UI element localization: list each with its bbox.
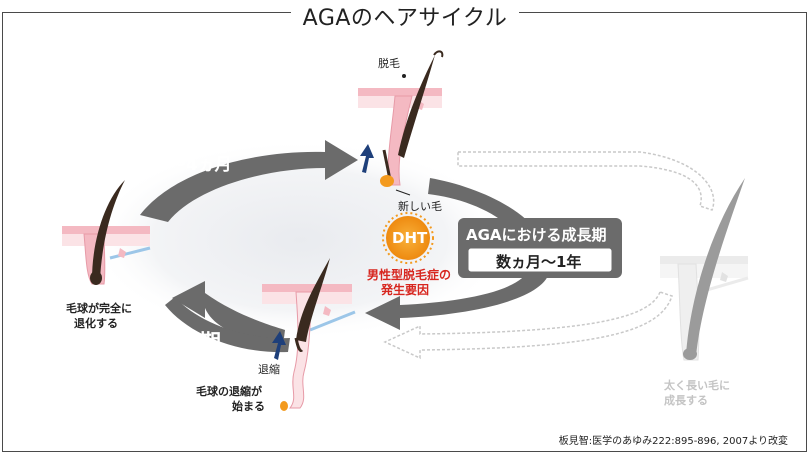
normal-growth-arrow-bottom [383,291,673,360]
regressed-label-line1: 毛球が完全に [66,302,132,315]
resting-phase-label: 休止期 [162,132,229,157]
normal-growth-arrow-top [457,151,715,211]
title-text: AGAのヘアサイクル [290,6,520,31]
aga-growth-duration: 数ヵ月〜1年 [496,253,582,271]
regression-phase-arrow [165,297,290,353]
shrinking-label-line2: 始まる [232,400,265,413]
shedding-label: 脱毛 [378,57,400,70]
retraction-label: 退縮 [258,363,280,376]
regressed-hair [92,180,125,280]
thick-long-label-line2: 成長する [664,394,708,407]
growth-arrow-bottom [365,268,550,330]
resting-phase-duration: 3〜4ヵ月 [157,155,232,175]
follicle-regressed [62,180,151,285]
dht-label: DHT [392,229,428,247]
growth-up-arrow-icon [360,144,374,173]
shrinking-label-line1: 毛球の退縮が [196,385,262,398]
thick-long-label-line1: 太く長い毛に [664,379,730,392]
follicle-new-hair [358,50,444,196]
dht-badge [386,216,430,260]
new-hair-bulb [380,175,394,187]
shedding-hair [398,55,435,158]
regressing-hair [296,258,330,342]
resting-phase-arrow [140,140,358,222]
regression-phase-duration: 2週間 [168,354,214,374]
thick-long-hair [686,178,745,356]
follicle-normal-growth [660,178,749,361]
dht-cause-line1: 男性型脱毛症の [367,268,452,282]
regression-phase-arrow-head [172,281,285,346]
retraction-up-arrow-icon [272,331,286,360]
dht-cause-line2: 発生要因 [381,283,430,297]
aga-growth-title: AGAにおける成長期 [466,226,607,244]
follicle-regression-start [262,258,356,411]
regressed-label-line2: 退化する [74,317,118,330]
source-citation: 板見智:医学のあゆみ222:895-896, 2007より改変 [558,436,788,447]
new-hair-label: 新しい毛 [398,200,442,213]
regression-phase-label: 退行期 [155,331,222,356]
page-title: AGAのヘアサイクル [0,0,810,32]
